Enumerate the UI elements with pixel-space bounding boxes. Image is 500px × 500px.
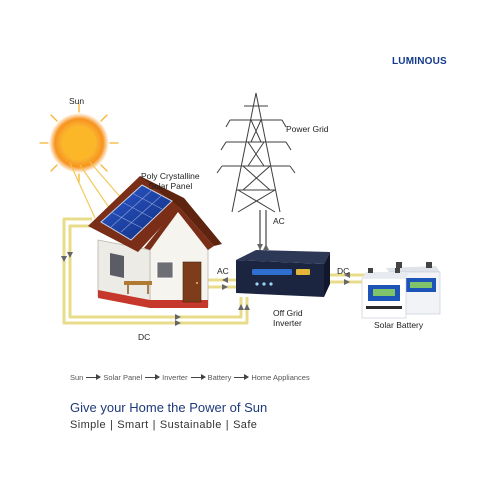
tagline-item: Sustainable — [159, 419, 222, 431]
label-dc-battery: DC — [337, 266, 350, 276]
flow-sequence: Sun Solar Panel Inverter Battery Home Ap… — [70, 373, 310, 382]
battery-icon — [361, 262, 441, 319]
inverter-icon — [236, 250, 330, 297]
headline: Give your Home the Power of Sun — [70, 400, 268, 415]
label-inverter-line1: Off Grid — [273, 308, 303, 318]
flow-step: Solar Panel — [103, 373, 143, 382]
label-ac-house: AC — [217, 266, 229, 276]
tagline-separator: | — [225, 419, 230, 431]
tagline-item: Smart — [117, 419, 149, 431]
arrow-right-icon — [86, 374, 102, 380]
tagline-separator: | — [110, 419, 114, 431]
label-dc-bottom: DC — [138, 332, 151, 342]
arrow-right-icon — [234, 374, 250, 380]
brand-logo: LUMINOUS — [392, 56, 447, 67]
tower-icon — [216, 92, 296, 213]
label-solar-battery: Solar Battery — [374, 320, 424, 330]
arrow-right-icon — [145, 374, 161, 380]
wires — [62, 217, 368, 325]
tagline: Simple|Smart|Sustainable|Safe — [70, 419, 257, 431]
tagline-separator: | — [152, 419, 156, 431]
tagline-item: Simple — [70, 419, 107, 431]
label-inverter: Off Grid Inverter — [273, 308, 303, 328]
flow-step: Inverter — [162, 373, 188, 382]
label-solar-panel-line1: Poly Crystalline — [141, 171, 200, 181]
label-inverter-line2: Inverter — [273, 318, 302, 328]
label-power-grid: Power Grid — [286, 124, 329, 134]
label-sun: Sun — [69, 96, 85, 106]
arrow-right-icon — [190, 374, 206, 380]
flow-step: Sun — [70, 373, 84, 382]
house-icon — [88, 176, 222, 308]
tagline-item: Safe — [233, 419, 258, 431]
label-solar-panel-line2: Solar Panel — [148, 181, 193, 191]
flow-arrows — [61, 244, 350, 326]
label-ac-grid: AC — [273, 216, 285, 226]
flow-step: Home Appliances — [251, 373, 310, 382]
sun-icon — [39, 103, 119, 183]
flow-step: Battery — [207, 373, 232, 382]
label-solar-panel: Poly Crystalline Solar Panel — [141, 171, 200, 191]
